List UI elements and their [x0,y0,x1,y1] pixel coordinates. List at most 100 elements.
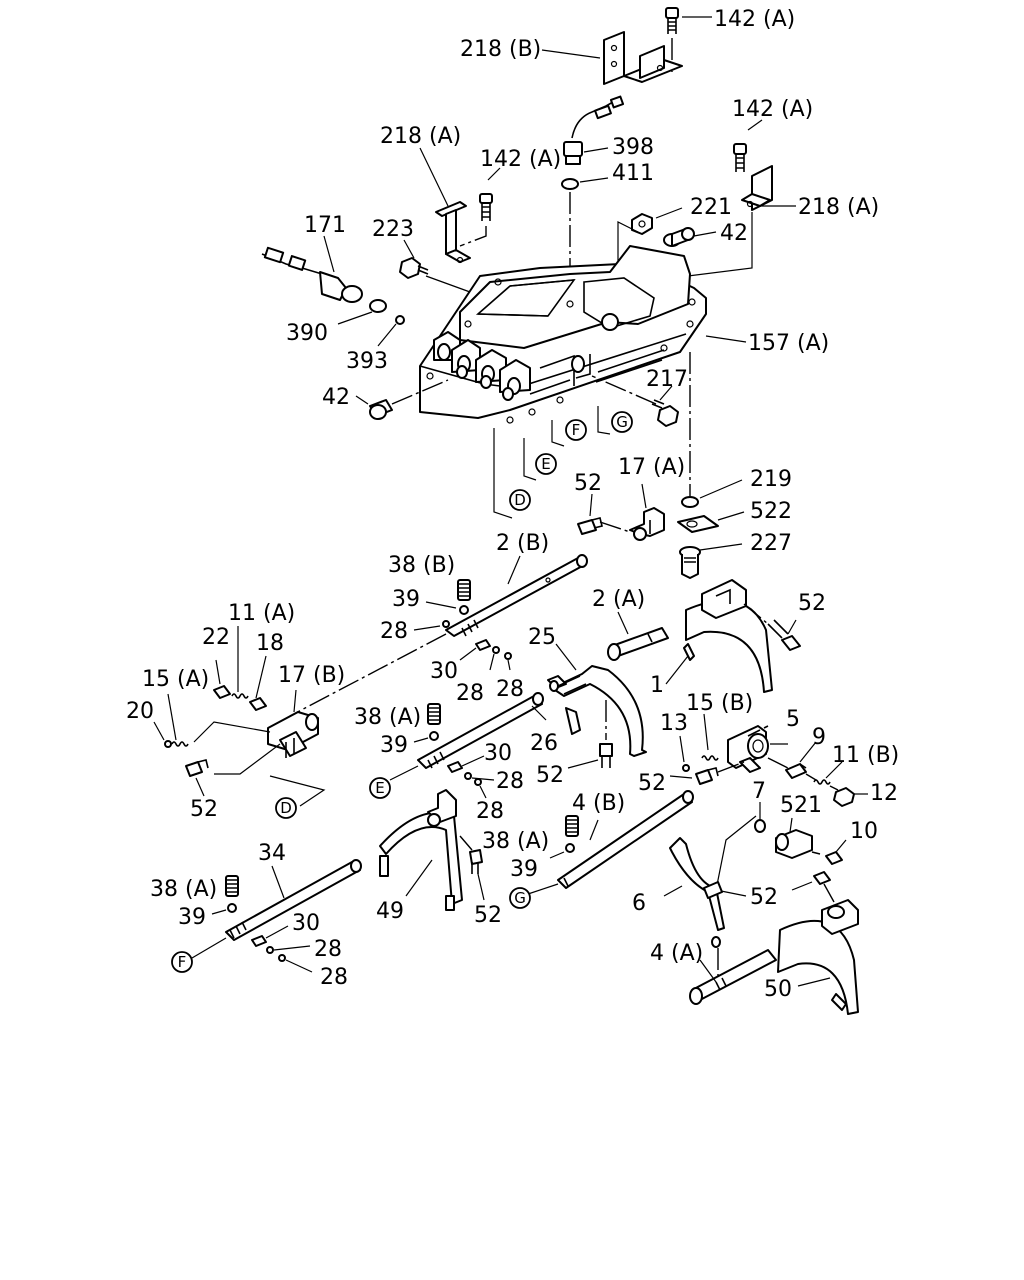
pin-18 [249,697,267,711]
spring-38b [457,579,471,601]
ball-7 [754,819,766,833]
switch-398 [563,95,625,165]
switch-171 [261,246,363,303]
label-39-a: 39 [392,587,420,612]
label-223: 223 [372,217,414,242]
ball-20 [164,740,172,748]
ball-13 [682,764,690,772]
svg-text:G: G [514,889,526,907]
label-142a-right: 142 (A) [732,97,813,122]
label-218a-right: 218 (A) [798,195,879,220]
label-221: 221 [690,195,732,220]
ref-F-bottom: F [171,951,193,973]
washer-219 [681,496,699,508]
label-38a-a: 38 (A) [354,705,421,730]
label-28-c: 28 [496,677,524,702]
ref-G-top: G [611,411,633,433]
label-52-d: 52 [638,771,666,796]
label-38b: 38 (B) [388,553,455,578]
label-10: 10 [850,819,878,844]
ball-393 [395,315,405,325]
label-34: 34 [258,841,286,866]
bolt-10 [811,851,843,865]
block-5 [727,725,769,773]
svg-text:F: F [178,953,187,971]
fork-50 [777,899,859,1015]
fork-1 [683,579,773,693]
label-4b: 4 (B) [572,791,625,816]
label-218a-left: 218 (A) [380,124,461,149]
label-11a: 11 (A) [228,601,295,626]
label-52-e: 52 [190,797,218,822]
label-39-b: 39 [380,733,408,758]
label-30-a: 30 [430,659,458,684]
label-521: 521 [780,793,822,818]
spring-38a-b [565,815,579,837]
bracket-218a-right [741,165,773,211]
shaft-2b [445,554,588,637]
label-52-b: 52 [798,591,826,616]
label-39-c: 39 [510,857,538,882]
label-522: 522 [750,499,792,524]
label-398: 398 [612,135,654,160]
shaft-227 [679,546,701,579]
bolt-142a-top [665,7,679,34]
spring-38a-a [427,703,441,725]
label-38a-b: 38 (A) [482,829,549,854]
bolt-52-b [767,619,801,651]
ball-28-d [464,772,472,780]
shaft-4a [689,949,777,1005]
ball-39-a [459,605,469,615]
label-39-d: 39 [178,905,206,930]
ball-28-c [504,652,512,660]
label-17a: 17 (A) [618,455,685,480]
bolt-52-e [695,767,719,785]
spring-11a [231,693,249,699]
ref-G-bottom: G [509,887,531,909]
svg-text:F: F [572,421,581,439]
fork-49 [379,789,463,911]
label-2a: 2 (A) [592,587,645,612]
label-25: 25 [528,625,556,650]
bolt-52-d [599,743,613,768]
fork-6 [669,837,725,948]
ref-D-top: D [509,489,531,511]
bolt-52-f [813,871,831,885]
bolt-52-g [469,849,483,874]
label-217: 217 [646,367,688,392]
label-15a: 15 (A) [142,667,209,692]
label-393: 393 [346,349,388,374]
label-219: 219 [750,467,792,492]
ref-D-bottom: D [275,797,297,819]
block-17b [267,711,319,758]
label-12: 12 [870,781,898,806]
svg-text:D: D [280,799,292,817]
label-28-a: 28 [380,619,408,644]
label-411: 411 [612,161,654,186]
plug-22 [213,685,231,699]
shaft-34 [225,859,362,941]
label-2b: 2 (B) [496,531,549,556]
label-142a-mid: 142 (A) [480,147,561,172]
label-13: 13 [660,711,688,736]
fork-25 [547,665,647,757]
ball-39-c [227,903,237,913]
label-1: 1 [650,673,664,698]
washer-390 [369,299,387,313]
label-17b: 17 (B) [278,663,345,688]
plug-9 [785,763,807,779]
label-42-top: 42 [720,221,748,246]
spring-38a-c [225,875,239,897]
svg-text:D: D [514,491,526,509]
pin-30-a [475,639,491,651]
plug-12 [833,787,855,807]
label-28-e: 28 [476,799,504,824]
ball-28-e [474,778,482,786]
shaft-4b [557,790,694,889]
label-20: 20 [126,699,154,724]
label-42-left: 42 [322,385,350,410]
bolt-142a-right [733,143,747,172]
housing-157a [419,245,707,424]
nut-221 [631,213,653,235]
